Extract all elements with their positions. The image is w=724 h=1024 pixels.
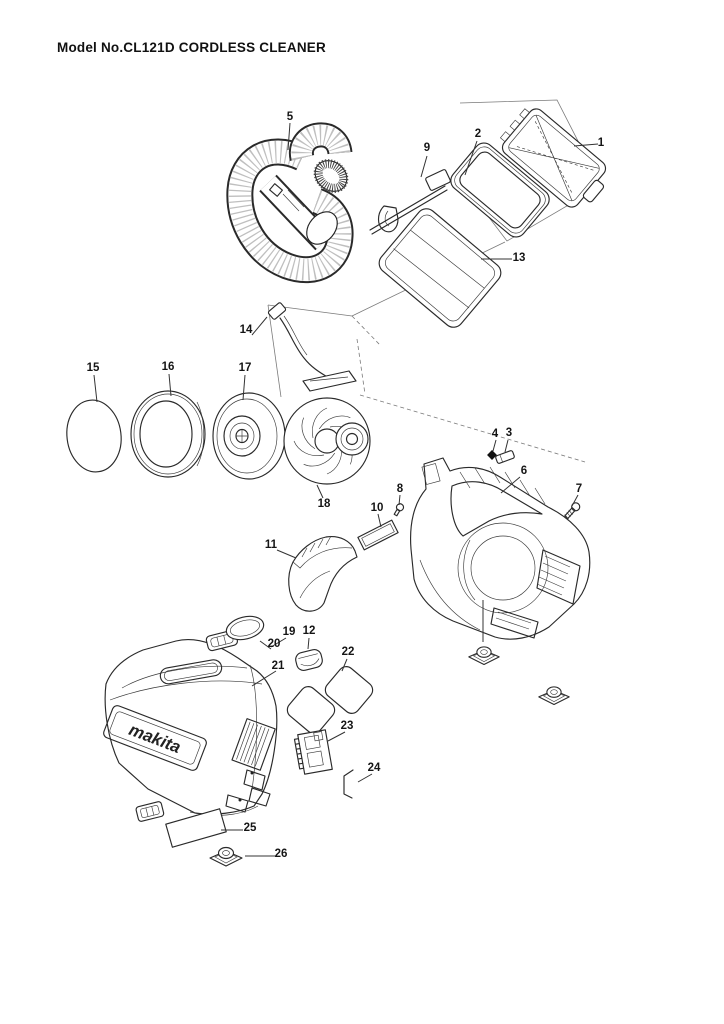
callout-4: 4 [491,428,499,440]
callout-leader-lines [93,122,599,857]
callout-8: 8 [396,483,404,495]
callout-14: 14 [239,324,253,336]
callout-9: 9 [423,142,431,154]
callout-1: 1 [597,137,605,149]
part-1-filter-cover [499,108,607,208]
callout-26: 26 [274,848,288,860]
part-17-fan-cover [212,392,286,480]
part-18-motor-fan [283,397,371,485]
part-2-filter-frame [450,142,550,238]
callout-5: 5 [286,111,294,123]
callout-19: 19 [282,626,296,638]
callout-2: 2 [474,128,482,140]
body-grille [231,718,276,771]
part-12-cap [295,649,323,671]
part-21-housing-body: makita [103,638,278,816]
housing-foot-front [468,646,500,665]
callout-17: 17 [238,362,252,374]
callout-25: 25 [243,822,257,834]
callout-10: 10 [370,502,384,514]
part-9-bracket [369,169,451,235]
part-23-terminal-block [293,729,333,775]
part-11-suction-duct [288,535,358,612]
callout-20: 20 [267,638,281,650]
callout-6: 6 [520,465,528,477]
callout-24: 24 [367,762,381,774]
housing-foot-rear [538,686,570,705]
part-7-screw [564,502,581,520]
part-25-nameplate [165,808,227,848]
page-title: Model No.CL121D CORDLESS CLEANER [57,40,326,55]
part-13-dust-bag [378,208,502,328]
part-3-hook-button [495,450,515,464]
part-26-cushion-foot [209,846,243,867]
part-14-lead-wire [267,302,357,392]
part-5-flexible-hose [226,122,354,284]
part-10-tray [357,519,399,551]
callout-22: 22 [341,646,355,658]
callout-12: 12 [302,625,316,637]
part-6-housing-right [410,457,591,640]
part-24-label [343,769,354,799]
callout-3: 3 [505,427,513,439]
part-22-cushion-front [324,666,374,714]
part-20-button-cover [225,615,265,641]
part-8-screw [393,503,405,517]
callout-7: 7 [575,483,583,495]
callout-15: 15 [86,362,100,374]
callout-23: 23 [340,720,354,732]
callout-18: 18 [317,498,331,510]
callout-21: 21 [271,660,285,672]
part-15-sponge-filter [66,399,122,473]
callout-13: 13 [512,252,526,264]
part-22-cushion-rear [286,686,336,734]
callout-16: 16 [161,361,175,373]
battery-latch-piece [135,801,165,822]
callout-11: 11 [264,539,278,551]
part-16-filter-ring [130,390,206,478]
